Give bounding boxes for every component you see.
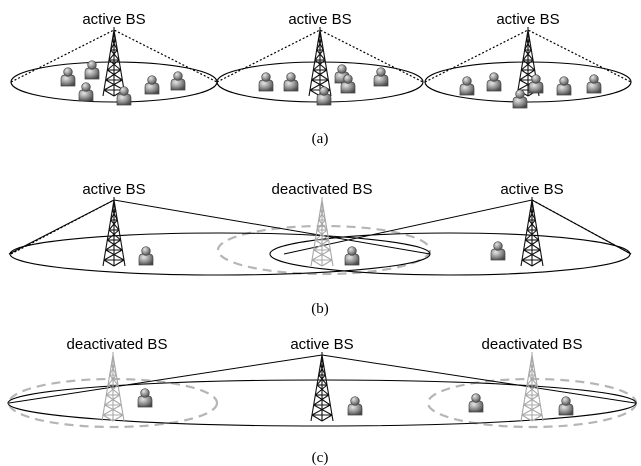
bs-label: active BS (290, 336, 353, 353)
bs-label: active BS (288, 11, 351, 28)
bs-label: deactivated BS (482, 336, 583, 353)
panel-caption: (c) (312, 450, 329, 466)
users-c (137, 388, 574, 416)
panel-c: deactivated BS active BS deactivated BS … (7, 336, 638, 466)
panel-caption: (b) (311, 301, 329, 317)
bs-label: deactivated BS (272, 181, 373, 198)
tower-icon (310, 351, 334, 422)
beam-lines-a (10, 29, 632, 83)
tower-icon (310, 196, 334, 267)
tower-icon (102, 196, 126, 267)
bs-label: active BS (82, 181, 145, 198)
panel-caption: (a) (312, 131, 329, 147)
bs-label: active BS (82, 11, 145, 28)
bs-label: active BS (496, 11, 559, 28)
panel-a: active BS active BS active BS (a) (10, 11, 632, 147)
tower-icon (520, 196, 544, 267)
panel-b: active BS deactivated BS active BS (b) (8, 181, 632, 317)
bs-label: active BS (500, 181, 563, 198)
bs-label: deactivated BS (67, 336, 168, 353)
